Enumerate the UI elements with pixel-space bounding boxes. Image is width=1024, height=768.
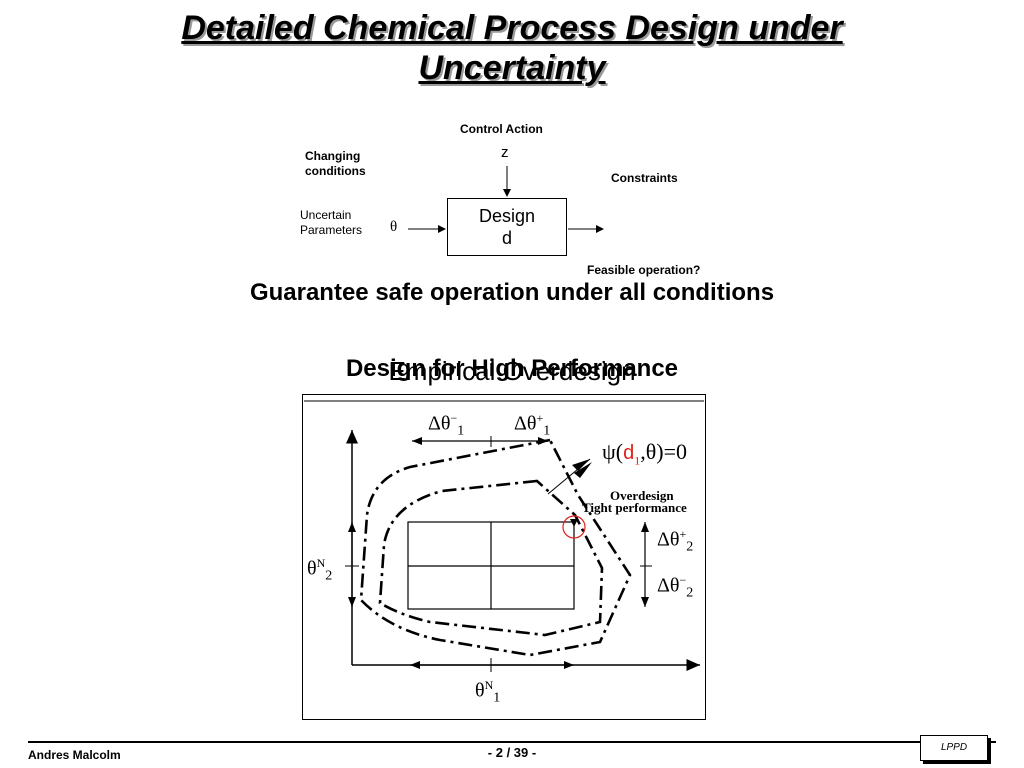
uncertain-parameters-label: Uncertain Parameters — [300, 208, 363, 237]
feasibility-boundary-inner — [378, 479, 604, 637]
feasibility-boundary-outer — [359, 438, 632, 657]
footer-rule — [28, 741, 996, 743]
z-label: z — [501, 144, 509, 161]
overdesign-label: Overdesign — [610, 488, 674, 503]
delta-theta-plus-1-label: Δθ+1 — [514, 411, 551, 439]
theta-input-label: θ — [390, 219, 398, 235]
critical-point-circle — [562, 515, 586, 539]
theta-n-1-label: θN1 — [475, 678, 501, 706]
design-block: Design d — [447, 198, 567, 256]
theta-n-2-label: θN2 — [307, 556, 333, 584]
slide-title: Detailed Chemical Process Design under U… — [0, 8, 1024, 88]
delta-theta-plus-2-label: Δθ+2 — [657, 527, 694, 555]
title-line-2: Uncertainty — [418, 49, 606, 87]
psi-pointer-head-1 — [572, 459, 590, 471]
section-title-empirical-overdesign: Empirical Overdesign — [388, 356, 636, 386]
delta-theta-minus-1-label: Δθ−1 — [428, 411, 465, 439]
footer-author: Andres Malcolm — [28, 748, 121, 762]
design-label: Design — [478, 206, 536, 226]
tight-performance-label: Tight performance — [582, 500, 687, 515]
guarantee-text: Guarantee safe operation under all condi… — [249, 279, 775, 306]
psi-pointer-head-2 — [574, 462, 592, 478]
psi-equation-label: ψ(d1,θ)=0 — [602, 439, 688, 468]
lppd-logo: LPPD — [920, 735, 988, 761]
changing-conditions-label: Changing conditions — [305, 149, 366, 178]
footer-page-number: - 2 / 39 - — [487, 745, 537, 760]
feasibility-panel — [302, 394, 706, 720]
constraints-label: Constraints — [611, 171, 678, 185]
section-title-high-performance: Design for High Performance — [345, 355, 679, 382]
design-variable: d — [501, 228, 512, 248]
title-line-1: Detailed Chemical Process Design under — [181, 9, 843, 47]
theta-n-2-arrowheads — [348, 522, 356, 607]
control-action-label: Control Action — [460, 122, 543, 136]
delta-theta-2-arrowheads — [641, 522, 649, 607]
feasible-operation-label: Feasible operation? — [587, 263, 701, 277]
delta-theta-minus-2-label: Δθ−2 — [657, 573, 694, 601]
block-diagram-arrows — [408, 166, 604, 233]
critical-point-marker — [570, 519, 578, 527]
